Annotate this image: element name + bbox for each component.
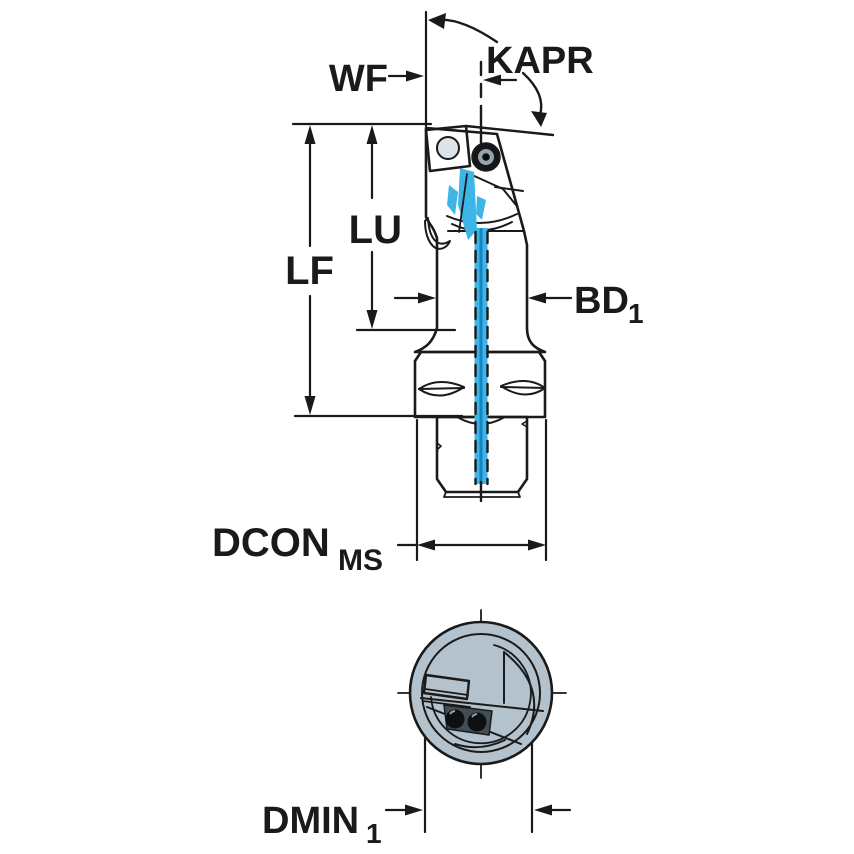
side-view [413,60,555,503]
arrowhead [428,13,446,29]
arrowhead [366,310,378,329]
cutting-insert-side [424,124,472,173]
inner-arc [430,644,532,745]
left-slot [418,381,465,397]
insert-hole [436,136,460,160]
dcon-ms-dimension: DCON MS [212,418,548,577]
arrowhead [304,125,316,144]
cutting-insert-bottom [422,673,471,708]
collar-slots [418,380,546,397]
lu-dimension: LU [349,125,457,332]
arrowhead [534,804,552,816]
bd1-label: BD [574,280,629,322]
dcon-subscript: MS [338,544,383,577]
arrowhead [528,539,546,551]
arrowhead [405,804,423,816]
lu-label: LU [349,208,402,252]
dmin1-dimension: DMIN 1 [262,736,572,849]
bd1-dimension: BD 1 [393,280,644,329]
arrowhead [366,125,378,144]
tool-centerline [474,60,489,503]
collar-flange [413,350,547,419]
tool-head-and-shaft-body [413,126,547,354]
screw [467,712,487,732]
bd1-subscript: 1 [628,298,644,329]
arrowhead [418,292,436,304]
arrowhead [483,74,501,86]
wf-dimension: WF [329,58,518,100]
kapr-label: KAPR [486,40,594,82]
wf-label: WF [329,58,388,100]
kapr-angle-dimension: KAPR [428,13,594,127]
arrowhead [406,70,424,82]
dimensions: WF KAPR LF LU [212,10,644,577]
bottom-clamp-screws [443,704,493,736]
coolant-streams [447,168,486,240]
arrowhead [304,396,316,415]
arrowhead [528,292,546,304]
arrowhead [417,539,435,551]
dcon-label: DCON [212,521,330,565]
lf-label: LF [285,249,334,293]
lf-dimension: LF [285,125,464,418]
bottom-view: DMIN 1 [262,609,572,849]
inner-circle [421,633,541,753]
clamp-screw [471,142,501,172]
dmin1-subscript: 1 [366,818,382,849]
arrowhead [531,111,547,127]
dmin1-label: DMIN [262,800,359,842]
head-underside-hook [424,217,451,250]
screw [445,709,465,729]
